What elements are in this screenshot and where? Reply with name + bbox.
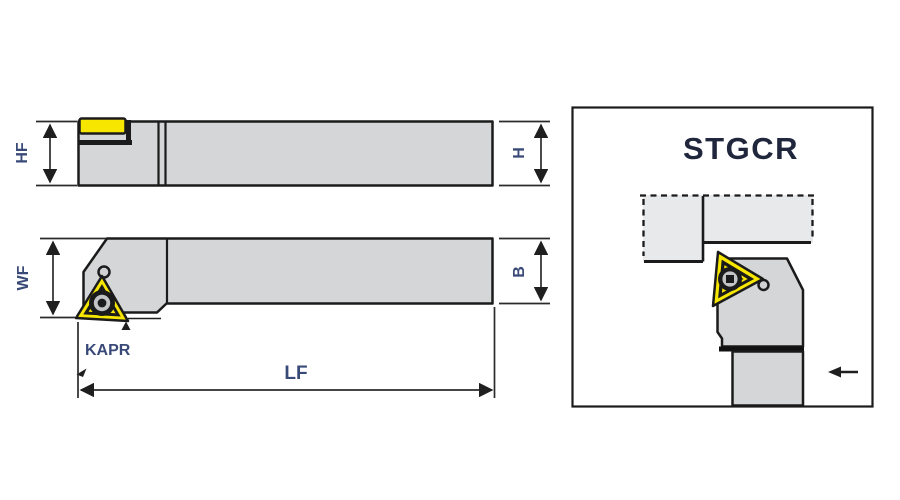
detail-screw-socket	[726, 275, 734, 283]
h-label: H	[511, 147, 528, 159]
detail-box: STGCR	[571, 106, 874, 408]
detail-holder	[711, 250, 805, 407]
b-label: B	[511, 266, 528, 278]
lf-label: LF	[284, 363, 307, 384]
feed-direction-arrow	[828, 366, 858, 378]
workpiece-left-block	[643, 195, 703, 262]
b-dimension: B	[499, 237, 550, 305]
hf-dimension: HF	[14, 120, 77, 187]
wf-dimension: WF	[15, 237, 106, 319]
h-dimension: H	[499, 120, 550, 187]
hf-label: HF	[14, 142, 31, 164]
insert-screw	[89, 290, 115, 316]
screw-socket	[97, 298, 107, 308]
kapr-annotation: KAPR	[76, 317, 161, 377]
workpiece	[640, 194, 815, 263]
insert-pin-circle	[97, 265, 111, 279]
workpiece-right-block	[703, 195, 813, 243]
feed-arrow-head	[828, 366, 841, 378]
lf-dimension: LF	[77, 307, 496, 398]
side-view: HF H	[14, 117, 550, 187]
plan-view-holder-body	[82, 237, 494, 314]
side-view-insert	[78, 117, 127, 135]
plan-view: KAPR WF B LF	[15, 237, 550, 398]
wf-label: WF	[15, 265, 32, 290]
kapr-up-arrow	[121, 321, 131, 330]
detail-title: STGCR	[683, 131, 799, 166]
kapr-down-arrow	[76, 368, 87, 377]
kapr-label: KAPR	[85, 342, 131, 359]
detail-holder-shank	[731, 350, 805, 407]
side-view-holder-body	[77, 120, 494, 187]
detail-insert-screw	[718, 267, 742, 291]
